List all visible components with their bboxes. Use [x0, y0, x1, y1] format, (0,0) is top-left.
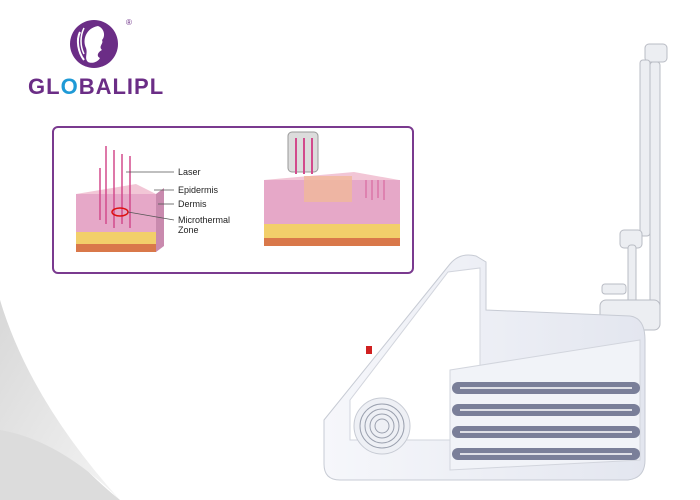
label-laser: Laser: [178, 167, 201, 177]
label-zone: Zone: [178, 225, 199, 235]
registered-mark: ®: [126, 18, 132, 27]
skin-layer-illustration: [76, 131, 400, 252]
skin-diagram-panel: Laser Epidermis Dermis Microthermal Zone: [52, 126, 414, 274]
label-dermis: Dermis: [178, 199, 207, 209]
label-microthermal: Microthermal: [178, 215, 231, 225]
co2-laser-machine: [323, 43, 668, 481]
brand-name: GLOBALIPL: [28, 74, 178, 100]
label-epidermis: Epidermis: [178, 185, 219, 195]
brand-logo: ® GLOBALIPL: [28, 18, 178, 100]
brand-name-part: BALIPL: [78, 74, 165, 99]
brand-name-o: O: [60, 74, 79, 99]
brand-name-part: GL: [28, 74, 61, 99]
profile-face-icon: [70, 20, 118, 68]
